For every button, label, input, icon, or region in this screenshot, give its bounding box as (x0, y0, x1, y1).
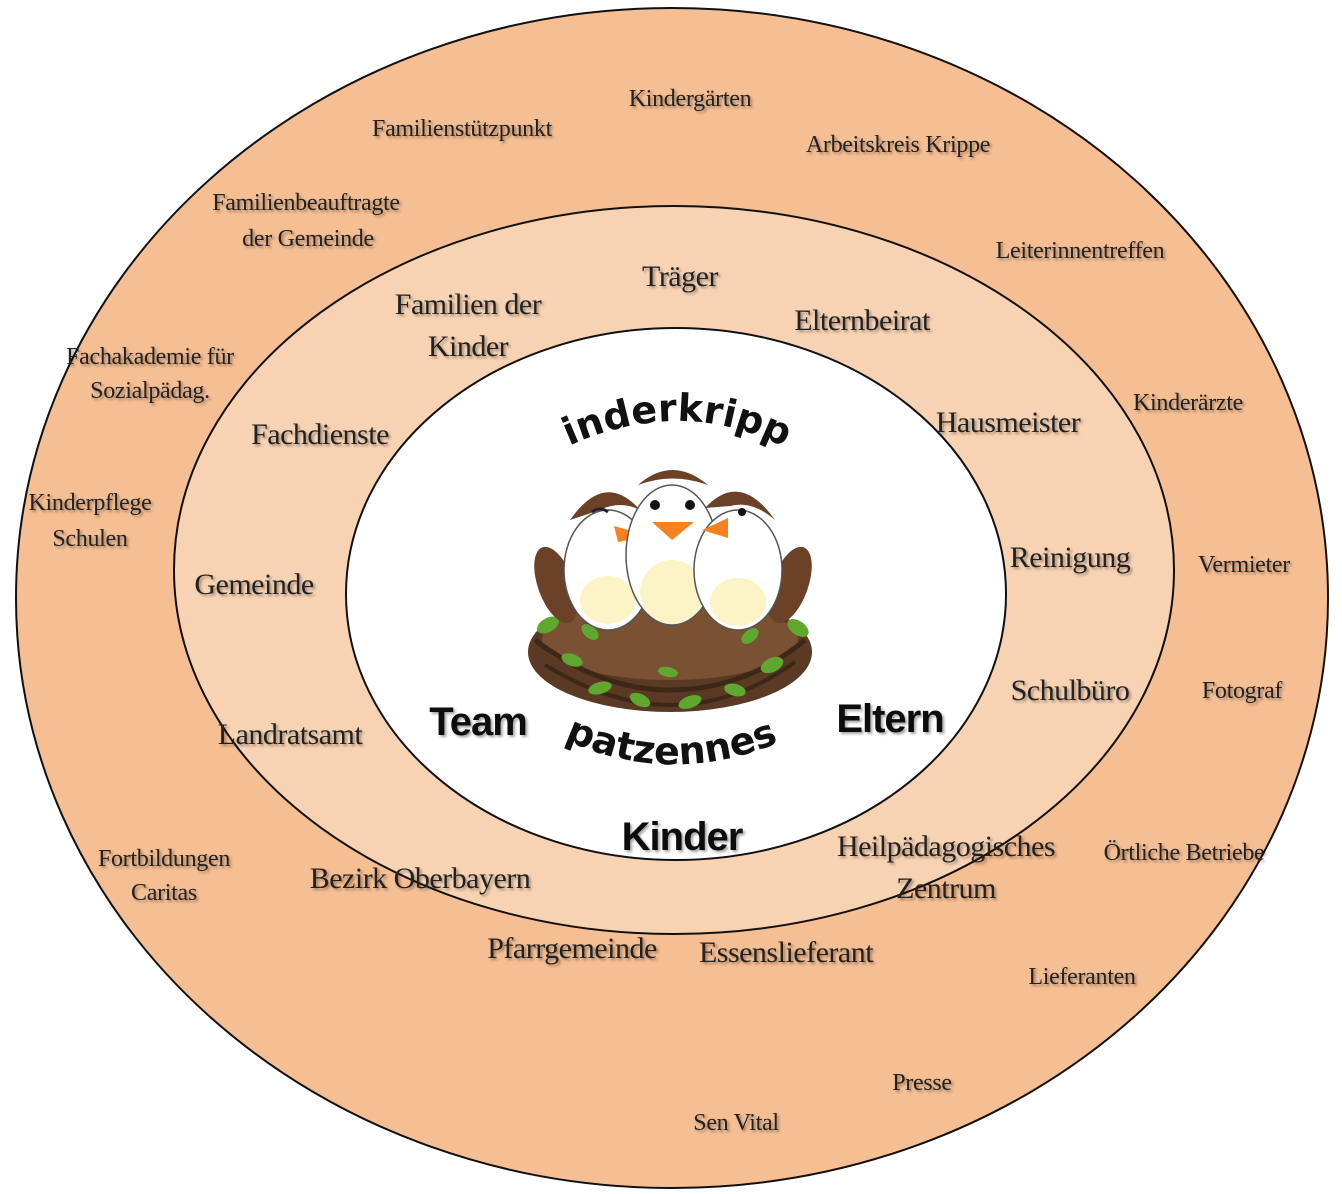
mid-label-heilpaed-line1: Heilpädagogisches (837, 830, 1055, 863)
outer-label-fotograf: Fotograf (1202, 678, 1283, 704)
mid-label-reinigung: Reinigung (1010, 541, 1131, 574)
mid-label-gemeinde: Gemeinde (194, 568, 313, 601)
mid-label-elternbeirat: Elternbeirat (794, 304, 931, 337)
mid-label-hausmeister: Hausmeister (936, 406, 1081, 439)
outer-label-familienstuetzpunkt: Familienstützpunkt (372, 116, 553, 142)
outer-label-vermieter: Vermieter (1198, 552, 1290, 578)
outer-label-presse: Presse (892, 1070, 952, 1096)
core-label-kinder: Kinder (622, 815, 743, 859)
mid-label-familien-line2: Kinder (428, 330, 509, 363)
outer-label-kinderpflege-line1: Kinderpflege (28, 490, 151, 516)
mid-label-bezirk: Bezirk Oberbayern (310, 862, 531, 895)
mid-label-familien-line1: Familien der (395, 288, 542, 321)
mid-label-pfarrgemeinde: Pfarrgemeinde (487, 932, 657, 965)
outer-label-fachakademie-line1: Fachakademie für (66, 344, 234, 370)
core-label-eltern: Eltern (836, 697, 943, 741)
outer-label-oertliche: Örtliche Betriebe (1104, 840, 1265, 866)
outer-label-kinderaerzte: Kinderärzte (1133, 390, 1243, 416)
outer-label-leiterinnentreffen: Leiterinnentreffen (996, 238, 1165, 264)
mid-label-heilpaed-line2: Zentrum (896, 872, 996, 905)
outer-label-lieferanten: Lieferanten (1028, 964, 1136, 990)
mid-label-traeger: Träger (642, 260, 718, 293)
mid-label-schulbuero: Schulbüro (1011, 674, 1130, 707)
core-label-team: Team (429, 700, 527, 744)
outer-label-fortbildungen-line2: Caritas (131, 880, 197, 906)
outer-label-arbeitskreis: Arbeitskreis Krippe (806, 132, 990, 158)
outer-label-fortbildungen-line1: Fortbildungen (98, 846, 230, 872)
outer-label-fachakademie-line2: Sozialpädag. (90, 378, 210, 404)
outer-label-sen-vital: Sen Vital (693, 1110, 779, 1136)
sparrow-nest-icon (528, 470, 812, 712)
mid-label-essenslieferant: Essenslieferant (699, 936, 874, 969)
outer-label-familienbeauftragte-line1: Familienbeauftragte (212, 190, 400, 216)
outer-label-kinderpflege-line2: Schulen (52, 526, 128, 552)
outer-label-familienbeauftragte-line2: der Gemeinde (242, 226, 374, 252)
mid-label-fachdienste: Fachdienste (251, 418, 389, 451)
mid-label-landratsamt: Landratsamt (218, 718, 364, 751)
outer-label-kindergaerten: Kindergärten (629, 86, 752, 112)
